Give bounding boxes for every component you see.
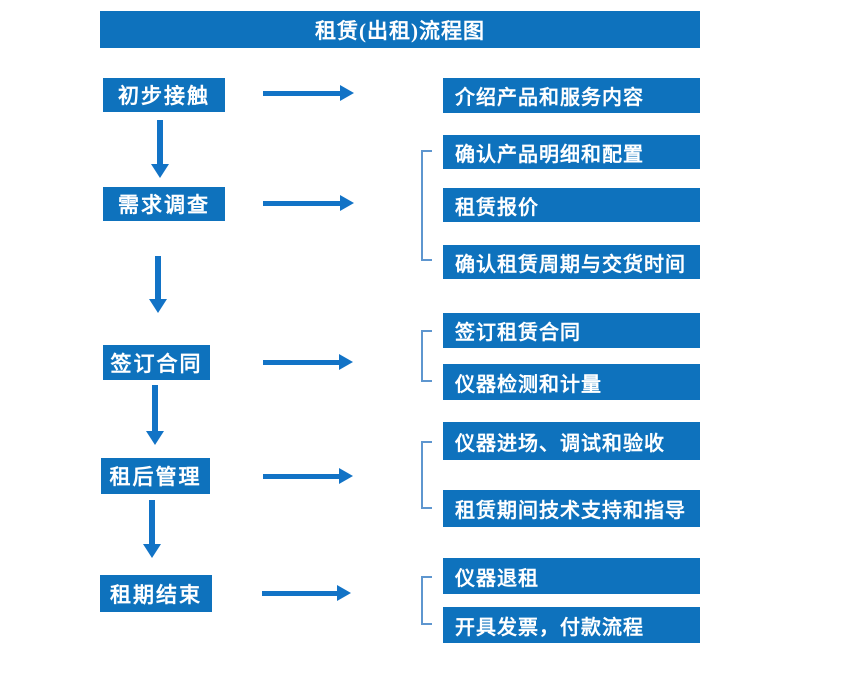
stage-box-rental-end: 租期结束: [100, 575, 212, 612]
output-box-instrument-setup-acceptance: 仪器进场、调试和验收: [443, 422, 700, 460]
bracket-left-icon: [421, 576, 432, 625]
arrow-down-icon: [149, 256, 167, 313]
output-box-instrument-testing: 仪器检测和计量: [443, 364, 700, 400]
output-box-rental-quote: 租赁报价: [443, 188, 700, 222]
arrow-right-icon: [262, 585, 351, 601]
arrow-right-icon: [263, 85, 354, 101]
output-box-sign-rental-contract: 签订租赁合同: [443, 313, 700, 348]
bracket-left-icon: [421, 330, 432, 382]
bracket-left-icon: [421, 150, 432, 261]
stage-box-post-rental-management: 租后管理: [101, 458, 210, 494]
output-box-tech-support: 租赁期间技术支持和指导: [443, 490, 700, 527]
output-box-confirm-period-delivery: 确认租赁周期与交货时间: [443, 245, 700, 279]
arrow-right-icon: [263, 468, 353, 484]
arrow-down-icon: [146, 385, 164, 445]
stage-box-demand-survey: 需求调查: [103, 187, 225, 221]
bracket-left-icon: [421, 441, 432, 509]
flowchart-title: 租赁(出租)流程图: [100, 11, 700, 48]
output-box-confirm-details: 确认产品明细和配置: [443, 135, 700, 169]
arrow-down-icon: [151, 120, 169, 178]
arrow-right-icon: [263, 195, 354, 211]
output-box-introduce-products: 介绍产品和服务内容: [443, 78, 700, 113]
output-box-invoice-payment: 开具发票，付款流程: [443, 607, 700, 643]
arrow-down-icon: [143, 500, 161, 558]
arrow-right-icon: [263, 354, 353, 370]
output-box-instrument-return: 仪器退租: [443, 558, 700, 594]
stage-box-sign-contract: 签订合同: [103, 345, 210, 380]
stage-box-initial-contact: 初步接触: [103, 78, 225, 112]
